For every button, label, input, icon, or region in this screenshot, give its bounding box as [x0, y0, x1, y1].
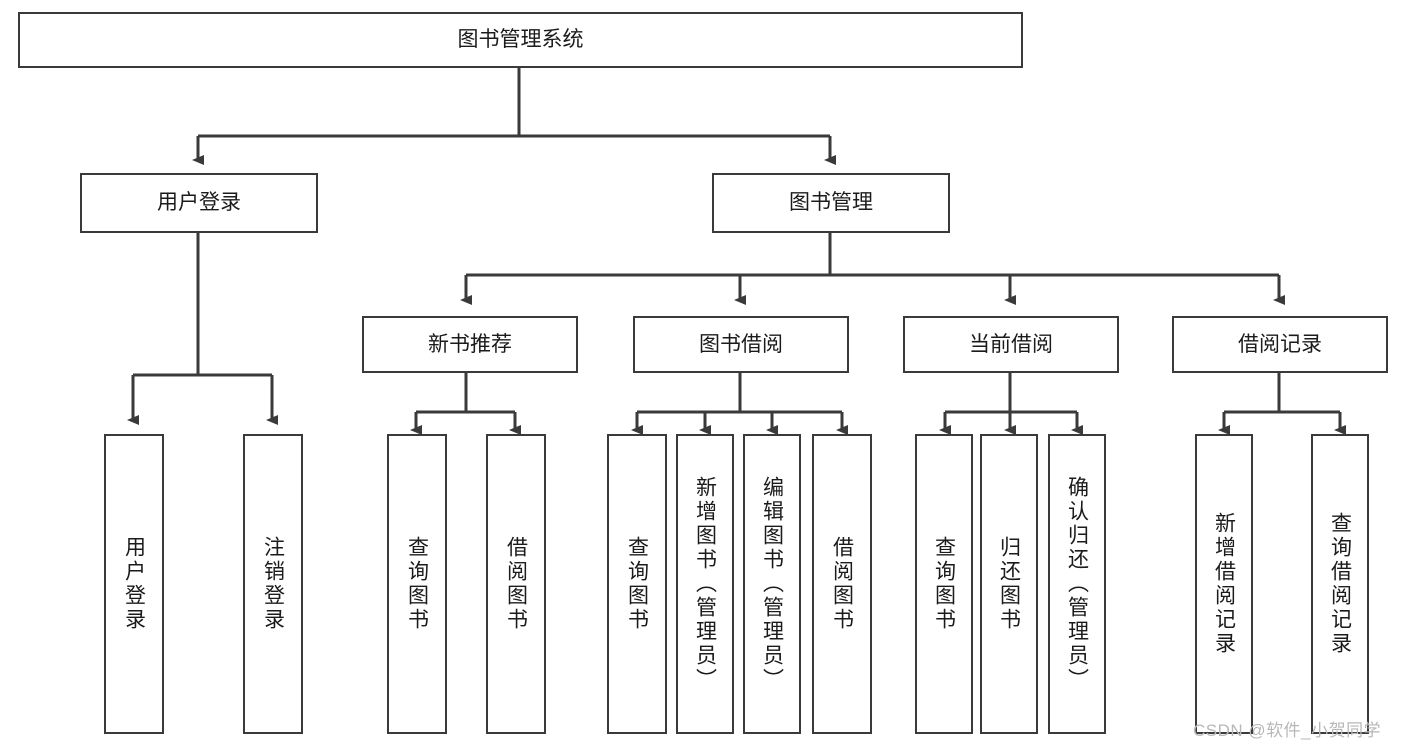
node-label: 借阅图书 — [504, 536, 528, 632]
node-label: 用户登录 — [122, 536, 146, 632]
leaf-recommend-borrow-book[interactable]: 借阅图书 — [486, 434, 546, 734]
leaf-borrow-edit-book[interactable]: 编辑图书（管理员） — [743, 434, 801, 734]
node-current-borrow[interactable]: 当前借阅 — [903, 316, 1119, 373]
node-user-login[interactable]: 用户登录 — [80, 173, 318, 233]
leaf-borrow-add-book[interactable]: 新增图书（管理员） — [676, 434, 734, 734]
node-label: 新书推荐 — [428, 332, 512, 356]
node-label: 新增图书（管理员） — [693, 476, 717, 692]
node-new-book-recommend[interactable]: 新书推荐 — [362, 316, 578, 373]
leaf-recommend-query-book[interactable]: 查询图书 — [387, 434, 447, 734]
node-label: 确认归还（管理员） — [1065, 476, 1089, 692]
node-book-management[interactable]: 图书管理 — [712, 173, 950, 233]
leaf-user-login-login[interactable]: 用户登录 — [104, 434, 164, 734]
node-book-borrow[interactable]: 图书借阅 — [633, 316, 849, 373]
node-label: 新增借阅记录 — [1212, 512, 1236, 656]
leaf-borrow-query-book[interactable]: 查询图书 — [607, 434, 667, 734]
leaf-current-return-book[interactable]: 归还图书 — [980, 434, 1038, 734]
leaf-borrow-borrow-book[interactable]: 借阅图书 — [812, 434, 872, 734]
leaf-record-query-record[interactable]: 查询借阅记录 — [1311, 434, 1369, 734]
node-label: 注销登录 — [261, 536, 285, 632]
node-label: 编辑图书（管理员） — [760, 476, 784, 692]
node-label: 图书借阅 — [699, 332, 783, 356]
node-label: 图书管理 — [789, 191, 873, 215]
node-root-system[interactable]: 图书管理系统 — [18, 12, 1023, 68]
node-label: 当前借阅 — [969, 332, 1053, 356]
node-label: 查询图书 — [932, 536, 956, 632]
node-label: 查询图书 — [405, 536, 429, 632]
leaf-current-query-book[interactable]: 查询图书 — [915, 434, 973, 734]
node-label: 借阅记录 — [1238, 332, 1322, 356]
node-label: 查询图书 — [625, 536, 649, 632]
leaf-user-login-logout[interactable]: 注销登录 — [243, 434, 303, 734]
node-borrow-record[interactable]: 借阅记录 — [1172, 316, 1388, 373]
node-label: 借阅图书 — [830, 536, 854, 632]
node-label: 归还图书 — [997, 536, 1021, 632]
node-label: 查询借阅记录 — [1328, 512, 1352, 656]
node-label: 用户登录 — [157, 191, 241, 215]
leaf-current-confirm-return[interactable]: 确认归还（管理员） — [1048, 434, 1106, 734]
leaf-record-add-record[interactable]: 新增借阅记录 — [1195, 434, 1253, 734]
node-label: 图书管理系统 — [457, 28, 584, 52]
